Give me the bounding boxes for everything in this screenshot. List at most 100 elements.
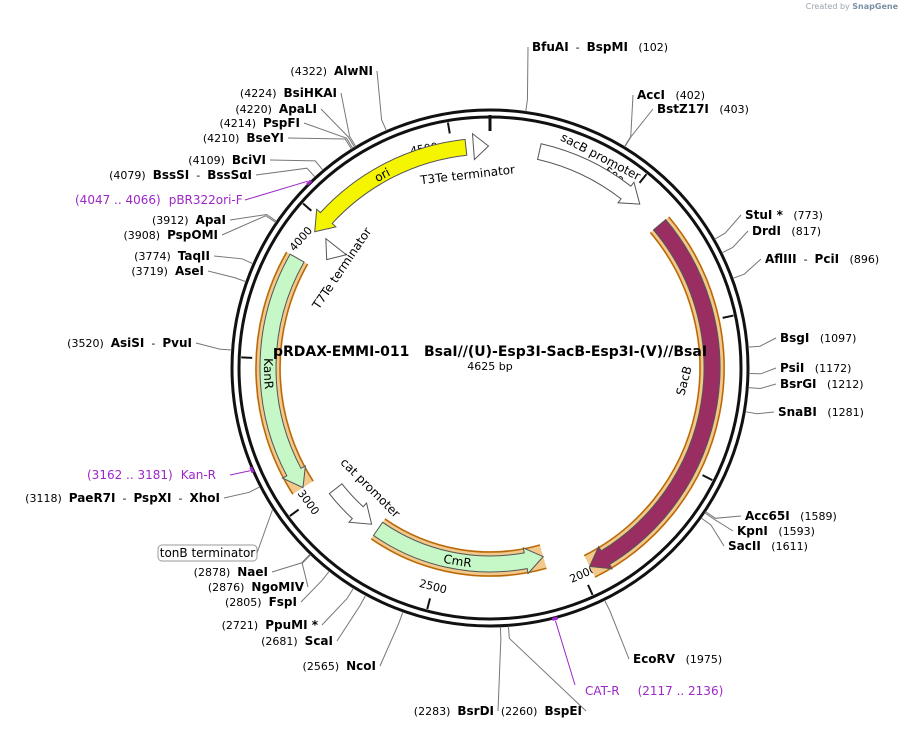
site-pointer (525, 46, 529, 112)
feature-ori-arrow[interactable] (314, 138, 468, 233)
feature-cat-promoter-arrow[interactable] (328, 483, 373, 525)
site-naei-label: (2878) NaeI (194, 565, 268, 579)
site-bsihkai-label: (4224) BsiHKAI (240, 86, 337, 100)
site-pointer (748, 383, 777, 390)
site-pointer (213, 255, 254, 265)
site-enzyme: BseYI (246, 131, 284, 145)
feature-kanr-label: KanR (261, 358, 276, 390)
site-acc65i[interactable]: Acc65I (1589) (705, 509, 837, 523)
ruler-tick-label: 4000 (287, 224, 315, 254)
site-ngomiv[interactable]: (2876) NgoMIV (208, 554, 311, 594)
site-naei[interactable]: (2878) NaeI (194, 553, 311, 579)
site-enzyme: BssSαI (207, 168, 252, 182)
site-afliii[interactable]: AflIII - PciI (896) (732, 252, 879, 279)
site-bspei[interactable]: (2260) BspEI (501, 626, 587, 718)
site-enzyme: PpuMI * (265, 618, 319, 632)
site-bsrgi[interactable]: BsrGI (1212) (748, 377, 864, 391)
site-pspfi[interactable]: (4214) PspFI (219, 116, 354, 149)
site-ecorv[interactable]: EcoRV (1975) (604, 600, 723, 666)
site-bcivi[interactable]: (4109) BciVI (188, 153, 324, 171)
site-apali-label: (4220) ApaLI (235, 102, 317, 116)
feature-cmr-label: CmR (442, 551, 472, 569)
site-acci[interactable]: AccI (402) (624, 88, 706, 147)
feature-sacb[interactable]: SacB (583, 216, 725, 579)
site-drdi[interactable]: DrdI (817) (721, 224, 821, 254)
feature-kanr[interactable]: KanR (255, 251, 314, 495)
site-enzyme: AlwNI (334, 64, 373, 78)
site-enzyme: BsgI (780, 331, 809, 345)
primer-cat-r[interactable]: CAT-R(2117 .. 2136) (551, 616, 723, 698)
feature-t3te-terminator-label: T3Te terminator (418, 162, 515, 187)
site-asisi[interactable]: (3520) AsiSI - PvuI (67, 336, 232, 351)
site-fspi[interactable]: (2805) FspI (225, 570, 330, 609)
site-position: (1611) (761, 540, 808, 553)
primer-pointer (244, 180, 308, 201)
site-pointer (721, 230, 749, 254)
site-enzyme: BspMI (587, 40, 628, 54)
site-enzyme: ScaI (305, 634, 333, 648)
site-enzyme: ApaI (196, 213, 226, 227)
site-pspomi[interactable]: (3908) PspOMI (123, 215, 277, 242)
site-pspfi-label: (4214) PspFI (219, 116, 300, 130)
site-pspomi-label: (3908) PspOMI (123, 228, 218, 242)
feature-cmr-arrow[interactable] (372, 521, 545, 575)
site-bsihkai[interactable]: (4224) BsiHKAI (240, 86, 357, 147)
site-pointer (195, 342, 232, 351)
site-taqii[interactable]: (3774) TaqII (134, 249, 254, 265)
site-enzyme: KpnI (737, 524, 768, 538)
site-bseyi[interactable]: (4210) BseYI (203, 131, 353, 150)
site-bsrdi[interactable]: (2283) BsrDI (414, 626, 502, 718)
site-bstz17i[interactable]: BstZ17I (403) (624, 102, 749, 148)
site-position: (1212) (817, 378, 864, 391)
feature-cat-promoter[interactable]: cat promoter (328, 455, 403, 525)
site-pointer (748, 337, 777, 348)
feature-sacB-promoter-arrow[interactable] (536, 143, 641, 205)
site-bsgi[interactable]: BsgI (1097) (748, 331, 856, 348)
primer-kan-r[interactable]: (3162 .. 3181)Kan-R (87, 466, 255, 482)
primer-mark (249, 466, 255, 474)
site-alwni[interactable]: (4322) AlwNI (290, 64, 387, 131)
site-ncoi[interactable]: (2565) NcoI (303, 611, 404, 673)
feature-sacb-arrow[interactable] (588, 218, 721, 570)
site-position: (402) (665, 89, 705, 102)
site-enzyme: SacII (728, 539, 761, 553)
site-psii[interactable]: PsiI (1172) (748, 361, 851, 375)
site-pointer (229, 213, 277, 222)
site-scai[interactable]: (2681) ScaI (261, 594, 367, 648)
site-pointer (705, 511, 742, 519)
feature-cmr[interactable]: CmR (370, 518, 547, 577)
site-sacii-label: SacII (1611) (728, 539, 808, 553)
feature-t7te-terminator[interactable]: T7Te terminator (309, 225, 374, 313)
feature-t7te-terminator-arrow[interactable] (325, 237, 348, 261)
primer-pbr322ori-f-label: (4047 .. 4066)pBR322ori-F (75, 193, 243, 207)
site-apali[interactable]: (4220) ApaLI (235, 102, 356, 148)
site-pointer (287, 137, 353, 150)
site-bfuai[interactable]: BfuAI - BspMI (102) (525, 40, 668, 112)
ruler-tick (587, 584, 594, 596)
site-kpni[interactable]: KpnI (1593) (704, 512, 815, 538)
site-sacii[interactable]: SacII (1611) (700, 517, 808, 553)
feature-ori[interactable]: ori (314, 138, 468, 233)
site-enzyme: Acc65I (745, 509, 790, 523)
primer-pbr322ori-f[interactable]: (4047 .. 4066)pBR322ori-F (75, 179, 313, 207)
site-stui[interactable]: StuI * (773) (714, 208, 823, 240)
site-position: (2878) (194, 566, 238, 579)
site-paer7i[interactable]: (3118) PaeR7I - PspXI - XhoI (25, 486, 261, 505)
site-bsssi[interactable]: (4079) BssSI - BssSαI (109, 167, 316, 182)
site-kpni-label: KpnI (1593) (737, 524, 815, 538)
site-apai[interactable]: (3912) ApaI (152, 213, 277, 227)
site-pointer (376, 70, 387, 131)
feature-t3te-terminator-arrow[interactable] (471, 132, 490, 161)
site-snabi[interactable]: SnaBI (1281) (745, 405, 864, 419)
feature-sacB-promoter[interactable]: sacB promoter (536, 130, 643, 205)
site-bsgi-label: BsgI (1097) (780, 331, 856, 345)
ruler-tick (638, 173, 648, 184)
tonb-terminator-box[interactable]: tonB terminator (157, 508, 274, 562)
feature-kanr-arrow[interactable] (259, 253, 306, 489)
site-position: (2681) (261, 635, 305, 648)
ruler-tick-label: 2500 (418, 577, 448, 597)
site-ppumi[interactable]: (2721) PpuMI * (222, 587, 354, 632)
feature-t7te-terminator-label: T7Te terminator (309, 225, 374, 313)
site-pointer (336, 594, 367, 642)
site-asei[interactable]: (3719) AseI (131, 264, 246, 283)
